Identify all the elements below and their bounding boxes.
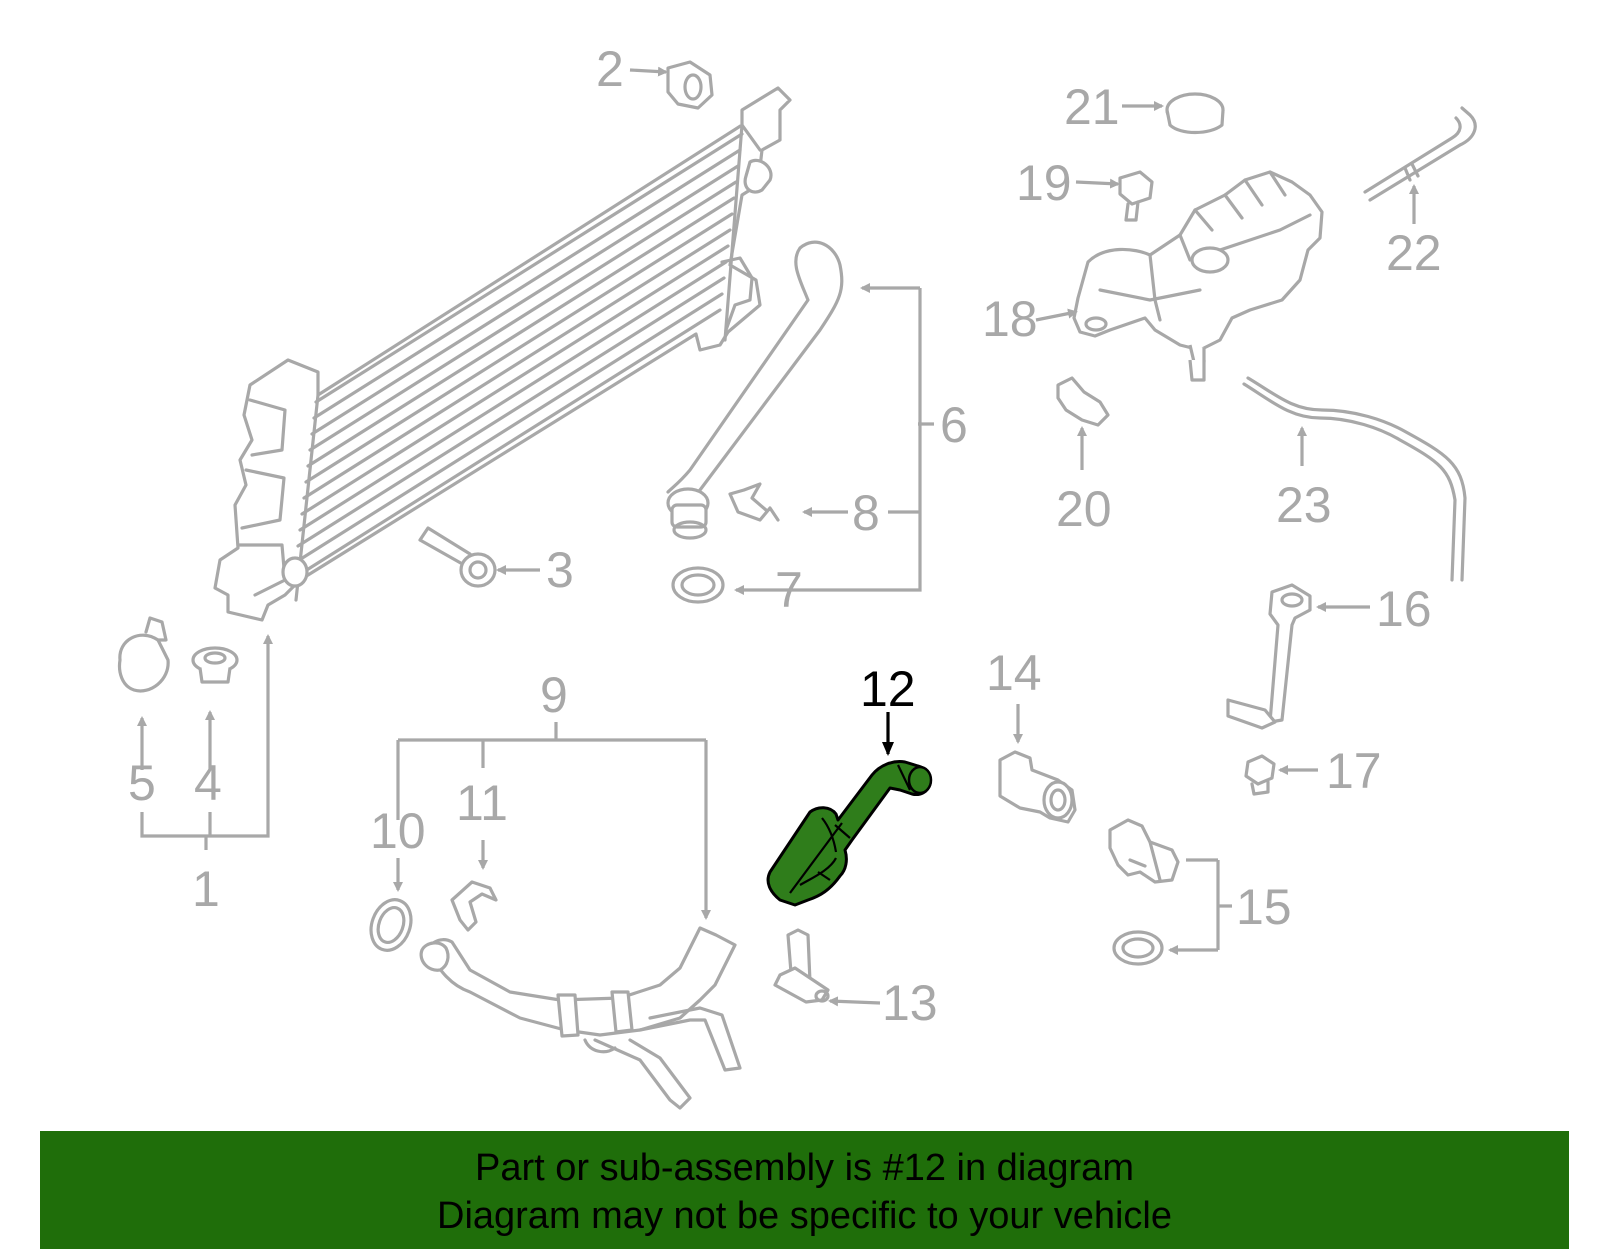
callout-4: 4 [194,755,222,811]
fitting-part-13 [773,928,830,1004]
housing-part-15 [1108,818,1180,966]
callout-numbers: 1 2 3 4 5 6 7 8 9 10 11 12 13 14 15 16 1… [128,41,1442,1031]
callout-9: 9 [540,667,568,723]
grommet-part [191,646,239,684]
cushion-part [666,60,714,110]
bracket-part-20 [1056,376,1110,427]
callout-17: 17 [1326,743,1382,799]
bolt-part [418,526,497,588]
callout-18: 18 [982,291,1038,347]
cap-part-21 [1165,92,1225,135]
highlighted-hose-part-12 [766,760,933,907]
callout-6: 6 [940,397,968,453]
callout-11: 11 [456,775,508,831]
callout-20: 20 [1056,481,1112,537]
callout-19: 19 [1016,155,1072,211]
o-ring-part-7 [671,566,725,604]
clip-part-11 [450,880,498,932]
callout-23: 23 [1276,477,1332,533]
o-ring-part-10 [369,898,413,952]
callout-16: 16 [1376,581,1432,637]
bolt-part-19 [1118,170,1154,222]
banner-line-disclaimer: Diagram may not be specific to your vehi… [437,1195,1172,1237]
radiator-part [213,86,792,622]
callout-13: 13 [882,975,938,1031]
isolator-part [117,616,170,693]
callout-12: 12 [860,661,916,717]
callout-22: 22 [1386,225,1442,281]
callout-1: 1 [192,861,220,917]
tube-part-16 [1226,583,1312,730]
callout-3: 3 [546,542,574,598]
callout-7: 7 [775,562,803,618]
callout-15: 15 [1236,879,1292,935]
vent-hose-part-22 [1363,106,1477,202]
callout-10: 10 [370,803,426,859]
lower-hose-part-9 [419,926,742,1110]
connector-part-14 [998,750,1077,824]
leader-lines [137,66,1419,1007]
callout-14: 14 [986,645,1042,701]
overflow-hose-part-23 [1242,376,1467,582]
reservoir-part [1072,170,1324,382]
upper-hose-part [666,240,844,540]
callout-21: 21 [1064,79,1120,135]
callout-8: 8 [852,485,880,541]
info-banner: Part or sub-assembly is #12 in diagram D… [40,1131,1569,1249]
clip-part-8 [728,482,780,522]
callout-5: 5 [128,755,156,811]
banner-line-part: Part or sub-assembly is #12 in diagram [475,1147,1134,1189]
radiator-fins [292,132,744,580]
plug-part-17 [1244,754,1276,796]
callout-2: 2 [596,41,624,97]
